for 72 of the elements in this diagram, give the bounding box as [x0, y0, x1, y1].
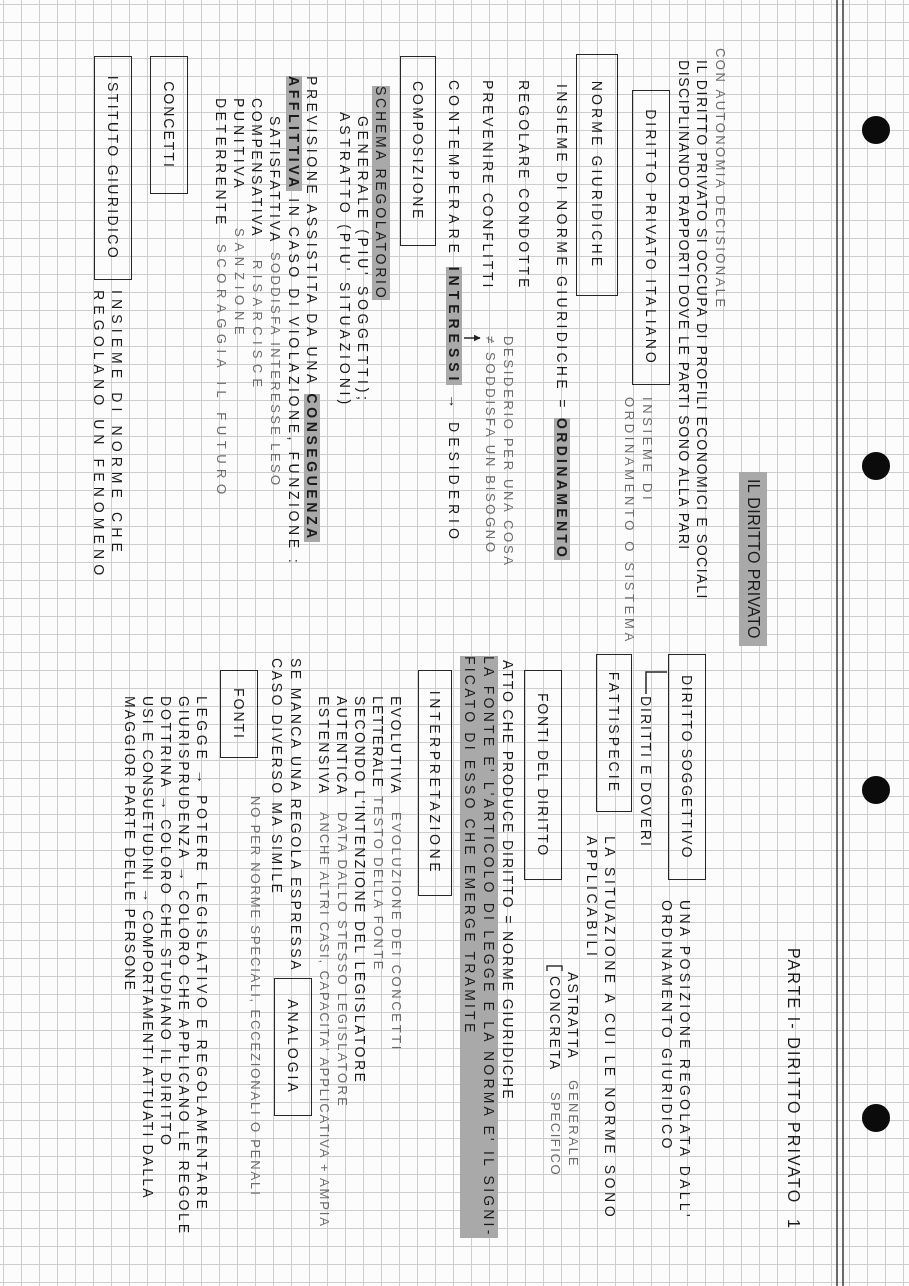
intro-text: IL DIRITTO PRIVATO SI OCCUPA DI PROFILI ECONOMICI E SOCIALI DISCIPLINANDO RAPPORTI DOVE LE PARTI SONO ALLA PARI — [675, 60, 711, 601]
concept-term: ISTITUTO GIURIDICO — [104, 75, 122, 261]
list-item: PREVENIRE CONFLITTI — [479, 80, 497, 291]
concept-box — [524, 670, 562, 880]
definition-text: ATTO CHE PRODUCE DIRITTO = NORME GIURIDICHE — [499, 660, 517, 1101]
list-item: AUTENTICA — [333, 696, 351, 797]
concept-term: FATTISPECIE — [605, 671, 623, 795]
list-item: ASTRATTA — [564, 972, 582, 1061]
list-item: CONCRETA — [546, 976, 564, 1072]
concept-term: CONCETTI — [160, 81, 178, 169]
note-text: ANCHE ALTRI CASI, CAPACITA' APPLICATIVA + AMPIA — [316, 812, 333, 1228]
note-text: TESTO DELLA FONTE — [370, 796, 387, 972]
concept-term: DIRITTO PRIVATO ITALIANO — [642, 109, 660, 366]
concept-box — [632, 90, 670, 385]
definition-text: CASO DIVERSO MA SIMILE — [268, 658, 286, 896]
list-item: LEGGE → POTERE LEGISLATIVO E REGOLAMENTARE — [193, 696, 211, 1213]
note-text: NO PER NORME SPECIALI, ECCEZIONALI O PENALI — [247, 796, 264, 1197]
list-item: LETTERALE — [369, 696, 387, 789]
concept-term: FONTI DEL DIRITTO — [534, 692, 552, 858]
concept-term: DIRITTO SOGGETTIVO — [678, 674, 696, 860]
definition-text: INSIEME DI NORME GIURIDICHE = ORDINAMENTO — [553, 84, 571, 561]
concept-term: NORME GIURIDICHE — [588, 80, 606, 270]
list-item: REGOLARE CONDOTTE — [515, 80, 533, 291]
list-item: SECONDO L'INTENZIONE DEL LEGISLATORE — [351, 696, 369, 1085]
list-item: DOTTRINA → COLORO CHE STUDIANO IL DIRITTO — [157, 696, 175, 1148]
definition-text: UNA POSIZIONE REGOLATA DALL' ORDINAMENTO GIURIDICO — [658, 900, 694, 1220]
list-item: EVOLUTIVA — [387, 696, 405, 796]
concept-term: FONTI — [230, 688, 248, 740]
definition-text: INSIEME DI ORDINAMENTO O SISTEMA — [621, 397, 656, 645]
list-item: DETERRENTE — [212, 98, 230, 228]
concept-box — [150, 56, 188, 194]
list-item: PUNITIVA — [230, 98, 248, 192]
connector-line — [645, 671, 668, 695]
list-item: GENERALE (PIU' SOGGETTI); — [354, 116, 372, 404]
note-text: DATA DALLO STESSO LEGISLATORE — [334, 812, 351, 1109]
definition-text: SE MANCA UNA REGOLA ESPRESSA — [287, 658, 305, 972]
note-text: DESIDERIO PER UNA COSA ≠ SODDISFA UN BISOGNO — [481, 336, 517, 568]
list-item: ASTRATTO (PIU' SITUAZIONI) — [336, 112, 354, 408]
list-item: GIURISPRUDENZA → COLORO CHE APPLICANO LE REGOLE — [175, 696, 193, 1236]
note-text: CON AUTONOMIA DECISIONALE — [712, 48, 729, 310]
note-text: SANZIONE — [231, 228, 248, 341]
note-text: SPECIFICO — [547, 1092, 564, 1177]
concept-box — [596, 654, 632, 812]
note-text: RISARCISCE — [249, 260, 266, 393]
note-text: SODDISFA INTERESSE LESO — [267, 252, 284, 488]
concept-box — [400, 56, 436, 246]
list-item: SATISFATTIVA — [266, 116, 284, 245]
concept-box — [418, 670, 452, 896]
definition-text: INSIEME DI NORME CHE REGOLANO UN FENOMENO — [90, 290, 126, 581]
list-item: ESTENSIVA — [315, 696, 333, 796]
list-item: COMPENSATIVA — [248, 98, 266, 239]
term-text: DIRITTI E DOVERI — [637, 696, 655, 848]
page-title: IL DIRITTO PRIVATO — [739, 472, 767, 646]
definition-text: LA SITUAZIONE A CUI LE NORME SONO APPLICABILI — [583, 836, 619, 1221]
concept-box — [94, 56, 132, 280]
concept-box — [220, 670, 258, 758]
list-item: USI E CONSUETUDINI → COMPORTAMENTI ATTUATI DALLA MAGGIOR PARTE DELLE PERSONE — [121, 696, 157, 1200]
arrow — [463, 334, 481, 342]
concept-term: ANALOGIA — [284, 999, 302, 1095]
concept-box — [668, 654, 706, 880]
definition-text: LA FONTE E' L'ARTICOLO DI LEGGE E LA NORMA E' IL SIGNI- FICATO DI ESSO CHE EMERGE TRAMITE — [460, 656, 498, 1238]
concept-term: COMPOSIZIONE — [409, 81, 427, 221]
list-item: CONTEMPERARE INTERESSI → DESIDERIO — [445, 80, 463, 544]
concept-box — [576, 54, 618, 296]
note-text: EVOLUZIONE DEI CONCETTI — [388, 812, 405, 1053]
note-text: SCORAGGIA IL FUTURO — [213, 244, 230, 500]
concept-box — [274, 978, 312, 1116]
subheading: SCHEMA REGOLATORIO — [372, 86, 390, 301]
concept-term: INTERPRETAZIONE — [426, 690, 444, 876]
note-text: GENERALE — [565, 1080, 582, 1168]
page-header: PARTE I- DIRITTO PRIVATO — [784, 948, 803, 1205]
page-number: 1 — [784, 1219, 803, 1228]
